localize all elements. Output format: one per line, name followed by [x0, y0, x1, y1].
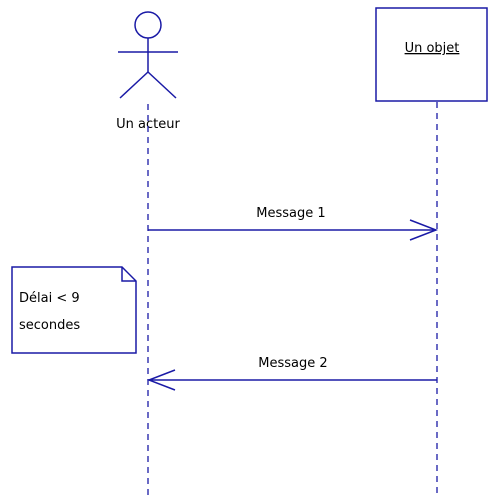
message-2-arrowhead [146, 369, 176, 391]
actor-head [134, 11, 162, 39]
message-2[interactable] [146, 369, 437, 391]
actor-right-leg [147, 71, 177, 99]
message-1[interactable] [148, 219, 439, 241]
note-body [11, 266, 137, 354]
note-line-2: secondes [19, 318, 80, 333]
message-1-arrowhead [409, 219, 439, 241]
message-1-label: Message 1 [256, 206, 325, 221]
actor-label: Un acteur [116, 117, 180, 132]
note-fold [121, 267, 136, 282]
object-label: Un objet [405, 41, 460, 56]
actor-figure[interactable] [118, 11, 178, 99]
note-line-1: Délai < 9 [19, 291, 80, 306]
note[interactable] [11, 266, 137, 354]
actor-left-leg [119, 71, 149, 99]
message-2-label: Message 2 [258, 356, 327, 371]
object-box[interactable] [375, 7, 488, 102]
